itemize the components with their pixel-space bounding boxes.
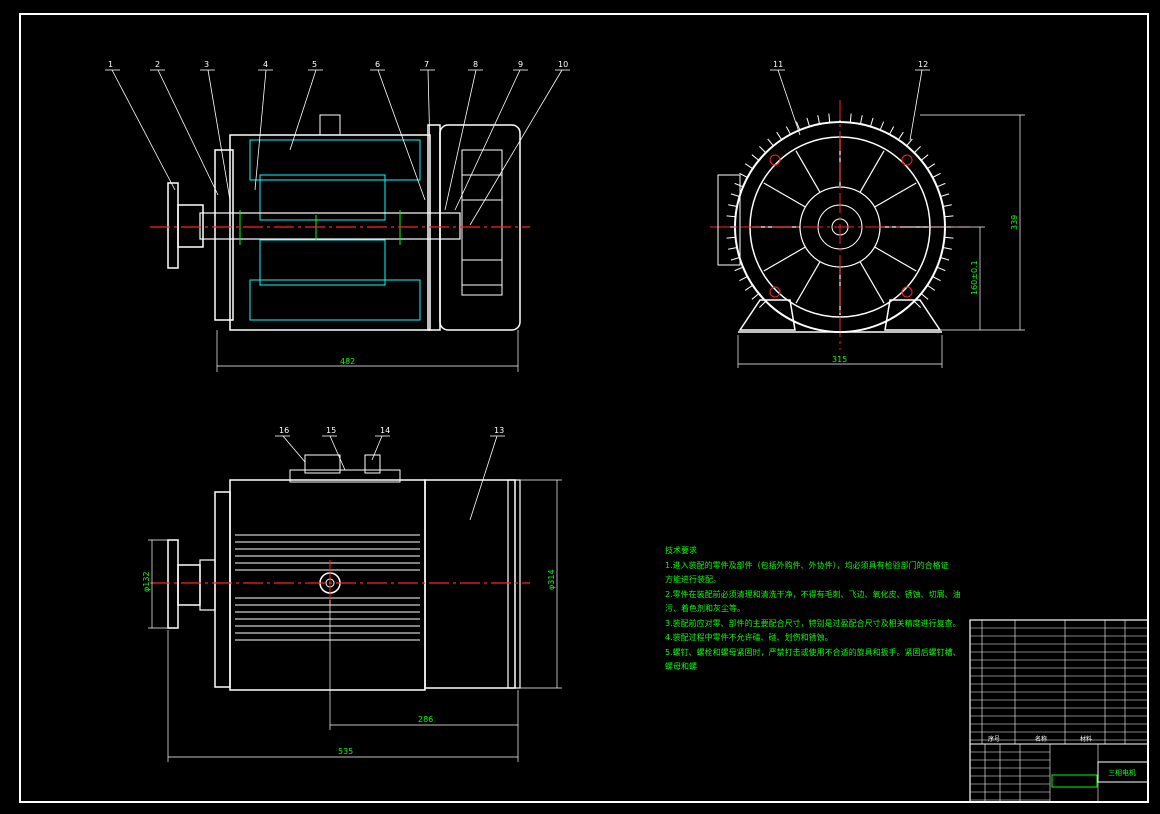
balloon-10: 10: [558, 60, 568, 69]
balloon-8: 8: [473, 60, 478, 69]
col-label: 序号: [988, 735, 1000, 743]
sheet-border: [19, 13, 1149, 803]
dim-bot-body: 286: [418, 715, 433, 724]
note-line: 4.装配过程中零件不允许磕、碰、划伤和锈蚀。: [665, 632, 833, 642]
note-line: 方能进行装配。: [665, 574, 721, 584]
balloon-labels-top: 1 2 3 4 5 6 7 8 9 10: [108, 60, 568, 69]
balloon-2: 2: [155, 60, 160, 69]
notes-title: 技术要求: [665, 545, 697, 555]
dim-end-height: 339: [1010, 215, 1019, 230]
balloon-4: 4: [263, 60, 268, 69]
balloon-13: 13: [494, 426, 504, 435]
drawing-name: 三相电机: [1108, 768, 1136, 777]
note-line: 3.装配前应对零、部件的主要配合尺寸，特别是过盈配合尺寸及相关精度进行复查。: [665, 618, 961, 628]
balloon-11: 11: [773, 60, 783, 69]
balloon-7: 7: [424, 60, 429, 69]
col-label: 材料: [1080, 735, 1092, 743]
note-line: 2.零件在装配前必须清理和清洗干净，不得有毛刺、飞边、氧化皮、锈蚀、切屑、油: [665, 589, 961, 599]
balloon-14: 14: [380, 426, 390, 435]
balloon-5: 5: [312, 60, 317, 69]
dim-top-length: 482: [340, 357, 355, 366]
balloon-1: 1: [108, 60, 113, 69]
technical-notes: 技术要求 1.进入装配的零件及部件（包括外购件、外协件），均必须具有检验部门的合…: [665, 545, 961, 671]
side-view: φ314 φ132 286 535 16 15 14 13: [142, 426, 562, 762]
dim-bot-flange: φ132: [142, 571, 151, 592]
note-line: 污、着色剂和灰尘等。: [665, 603, 745, 613]
note-line: 5.螺钉、螺栓和螺母紧固时，严禁打击或使用不合适的旋具和扳手。紧固后螺钉槽、: [665, 647, 961, 657]
title-block: 序号 名称 材料 三相电机: [969, 619, 1149, 803]
note-line: 1.进入装配的零件及部件（包括外购件、外协件），均必须具有检验部门的合格证: [665, 560, 949, 570]
balloon-15: 15: [326, 426, 336, 435]
balloon-6: 6: [375, 60, 380, 69]
col-label: 名称: [1035, 735, 1047, 743]
dim-end-center: 160±0.1: [970, 260, 979, 295]
dim-end-width: 315: [832, 355, 847, 364]
balloon-9: 9: [518, 60, 523, 69]
balloon-16: 16: [279, 426, 289, 435]
balloon-3: 3: [204, 60, 209, 69]
dim-bot-dia: φ314: [547, 569, 556, 590]
section-view: 482 1 2 3 4 5 6 7 8 9 10: [105, 60, 570, 372]
note-line: 螺母和螺: [665, 661, 697, 671]
balloon-12: 12: [918, 60, 928, 69]
end-view: 315 339 160±0.1 11 12: [710, 60, 1025, 368]
dim-bot-overall: 535: [338, 747, 353, 756]
